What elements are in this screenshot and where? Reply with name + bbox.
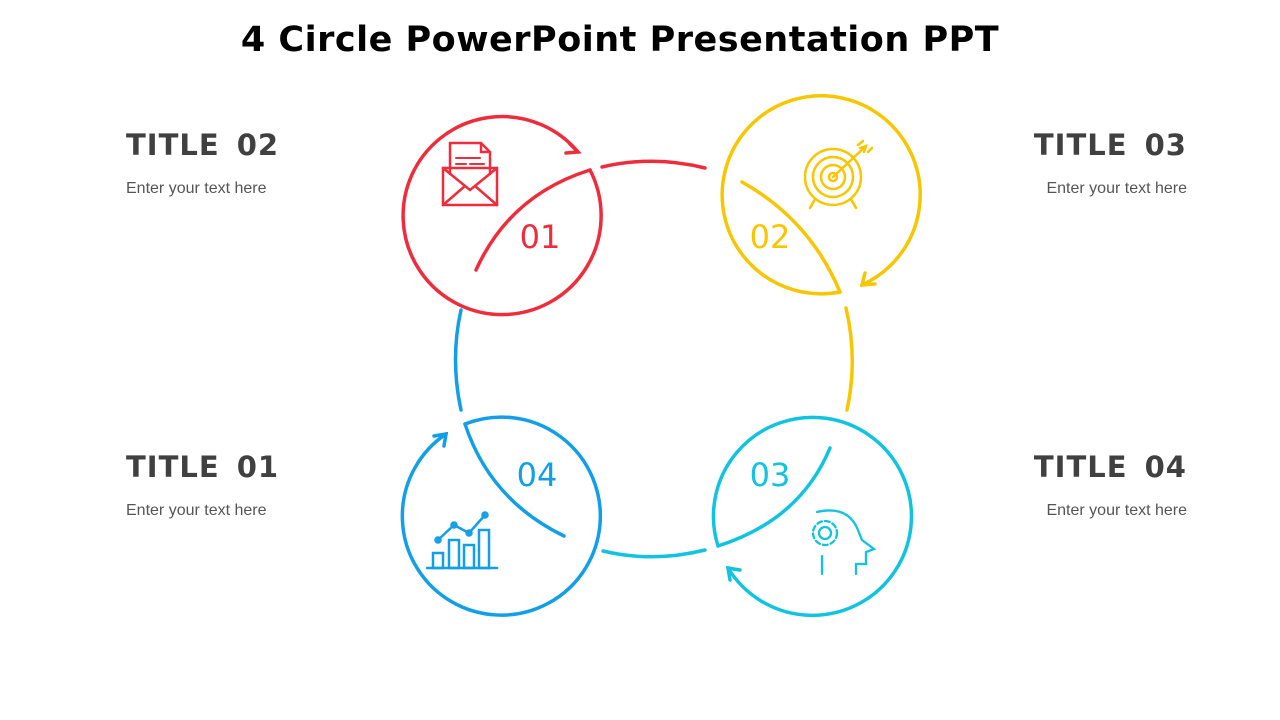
step-circle-02 <box>720 94 922 296</box>
block-title: TITLE 01 <box>126 450 280 484</box>
step-circle-01 <box>401 114 603 317</box>
connector-arc-1 <box>600 159 707 170</box>
step-circle-04 <box>400 415 603 617</box>
head-gear-icon <box>811 509 877 576</box>
bar-chart-icon <box>425 511 499 570</box>
block-text: Enter your text here <box>1046 502 1187 519</box>
step-number-03: 03 <box>750 456 791 494</box>
block-text: Enter your text here <box>1046 180 1187 197</box>
text-block-title-01: TITLE 01 Enter your text here <box>126 450 386 520</box>
block-title: TITLE 03 <box>1033 128 1187 162</box>
block-title: TITLE 02 <box>126 128 280 162</box>
text-block-title-02: TITLE 02 Enter your text here <box>126 128 386 198</box>
step-circle-03 <box>711 415 914 618</box>
step-number-01: 01 <box>520 218 561 256</box>
block-text: Enter your text here <box>126 502 267 519</box>
connector-arc-3 <box>601 548 707 559</box>
target-icon <box>803 139 874 210</box>
step-number-02: 02 <box>750 218 791 256</box>
mail-icon <box>441 141 499 207</box>
text-block-title-03: TITLE 03 Enter your text here <box>927 128 1187 198</box>
connector-arc-4 <box>453 308 463 412</box>
text-block-title-04: TITLE 04 Enter your text here <box>927 450 1187 520</box>
step-number-04: 04 <box>517 456 558 494</box>
page-title: 4 Circle PowerPoint Presentation PPT <box>240 20 1000 60</box>
connector-arc-2 <box>844 306 854 412</box>
block-text: Enter your text here <box>126 180 267 197</box>
block-title: TITLE 04 <box>1033 450 1187 484</box>
